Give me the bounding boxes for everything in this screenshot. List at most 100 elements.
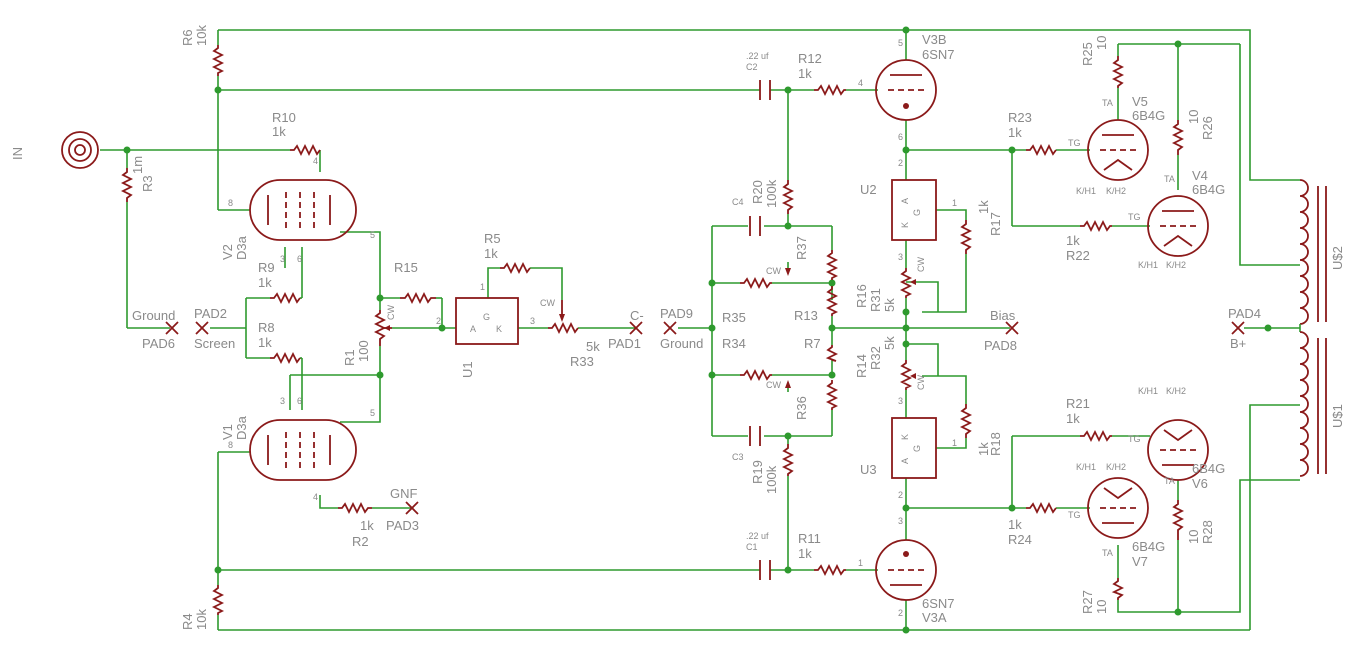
R3-name: R3 [140, 175, 155, 192]
C4-name: C4 [732, 197, 744, 207]
R12-name: R12 [798, 51, 822, 66]
R11-value: 1k [798, 546, 812, 561]
U3-pin-3: 3 [898, 396, 903, 406]
R4-value: 10k [194, 609, 209, 630]
R25-value: 10 [1094, 36, 1109, 50]
PAD1-net: C- [630, 308, 644, 323]
R7-name: R7 [804, 336, 821, 351]
R21-value: 1k [1066, 411, 1080, 426]
V7-pin-kh1: K/H1 [1076, 462, 1096, 472]
U1-pin-2: 2 [436, 316, 441, 326]
regulator-U2 [891, 179, 937, 241]
V5-pin-kh1: K/H1 [1076, 186, 1096, 196]
resistor-R16 [825, 286, 839, 316]
resistor-R12 [814, 83, 846, 97]
C2-value: .22 uf [746, 51, 769, 61]
pot-R32 [899, 360, 913, 390]
PAD4-name: PAD4 [1228, 306, 1261, 321]
R2-name: R2 [352, 534, 369, 549]
R36-cw: CW [766, 380, 781, 390]
V7-pin-tg: TG [1068, 510, 1081, 520]
resistor-R24 [1026, 501, 1057, 515]
pad-PAD3-marker [405, 501, 419, 515]
U$2-name: U$2 [1330, 246, 1345, 270]
R1-name: R1 [342, 349, 357, 366]
U1-pin-1: 1 [480, 282, 485, 292]
pad-PAD8-marker [1005, 321, 1019, 335]
V6-pin-ta: TA [1164, 476, 1175, 486]
resistor-R27 [1111, 578, 1125, 600]
PAD9-net: Ground [660, 336, 703, 351]
pot-R1 [373, 310, 387, 346]
PAD3-net: GNF [390, 486, 418, 501]
U1-pin-3: 3 [530, 316, 535, 326]
input-jack[interactable] [61, 131, 99, 169]
R22-name: R22 [1066, 248, 1090, 263]
V1-pin-4: 4 [313, 492, 318, 502]
resistor-R25 [1111, 56, 1125, 88]
V4-pin-tg: TG [1128, 212, 1141, 222]
V5-type: 6B4G [1132, 108, 1165, 123]
U$1-name: U$1 [1330, 404, 1345, 428]
U2-pin-kathode: K [900, 222, 910, 228]
R35-name: R35 [722, 310, 746, 325]
R21-name: R21 [1066, 396, 1090, 411]
R8-value: 1k [258, 335, 272, 350]
resistor-R3 [120, 168, 134, 202]
R26-name: R26 [1200, 116, 1215, 140]
U3-pin-anode: A [900, 458, 910, 464]
R19-value: 100k [764, 465, 779, 494]
PAD3-name: PAD3 [386, 518, 419, 533]
R18-name: R18 [988, 432, 1003, 456]
R17-value: 1k [976, 200, 991, 214]
R24-name: R24 [1008, 532, 1032, 547]
R26-value: 10 [1186, 110, 1201, 124]
R32-value: 5k [882, 336, 897, 350]
R24-value: 1k [1008, 517, 1022, 532]
R12-value: 1k [798, 66, 812, 81]
R31-cw: CW [916, 257, 926, 272]
resistor-R36 [740, 368, 772, 382]
tube-V3B [875, 59, 937, 121]
capacitor-C3 [749, 426, 761, 446]
U3-pin-1: 1 [952, 438, 957, 448]
C3-name: C3 [732, 452, 744, 462]
R2-value: 1k [360, 518, 374, 533]
tube-V7 [1087, 477, 1149, 539]
R19-name: R19 [750, 460, 765, 484]
U1-pin-anode: A [470, 324, 476, 334]
PAD1-name: PAD1 [608, 336, 641, 351]
capacitor-C1 [759, 560, 771, 580]
resistor-R37 [740, 276, 772, 290]
R11-name: R11 [798, 531, 821, 546]
resistor-R17 [959, 220, 973, 254]
resistor-R14 [825, 380, 839, 410]
resistor-R21 [1080, 429, 1112, 443]
V2-pin-8: 8 [228, 198, 233, 208]
tube-V5 [1087, 119, 1149, 181]
R5-value: 1k [484, 246, 498, 261]
R22-value: 1k [1066, 233, 1080, 248]
V5-pin-tg: TG [1068, 138, 1081, 148]
U2-name: U2 [860, 182, 877, 197]
PAD2-name: PAD2 [194, 306, 227, 321]
V7-type: 6B4G [1132, 539, 1165, 554]
V6-name: V6 [1192, 476, 1208, 491]
R33-cw: CW [540, 298, 555, 308]
V3A-pin-1: 1 [858, 558, 863, 568]
capacitor-symbols [749, 80, 771, 580]
U3-pin-2: 2 [898, 490, 903, 500]
R33-name: R33 [570, 354, 594, 369]
PAD9-name: PAD9 [660, 306, 693, 321]
tube-V1 [249, 419, 357, 481]
R23-name: R23 [1008, 110, 1032, 125]
V5-name: V5 [1132, 94, 1148, 109]
PAD8-net: Bias [990, 308, 1016, 323]
V1-pin-5: 5 [370, 408, 375, 418]
U2-pin-3: 3 [898, 252, 903, 262]
input-label: IN [10, 147, 25, 160]
resistor-R28 [1171, 500, 1185, 540]
V1-pin-8: 8 [228, 440, 233, 450]
R13-name: R13 [794, 308, 818, 323]
R1-cw: CW [386, 305, 396, 320]
